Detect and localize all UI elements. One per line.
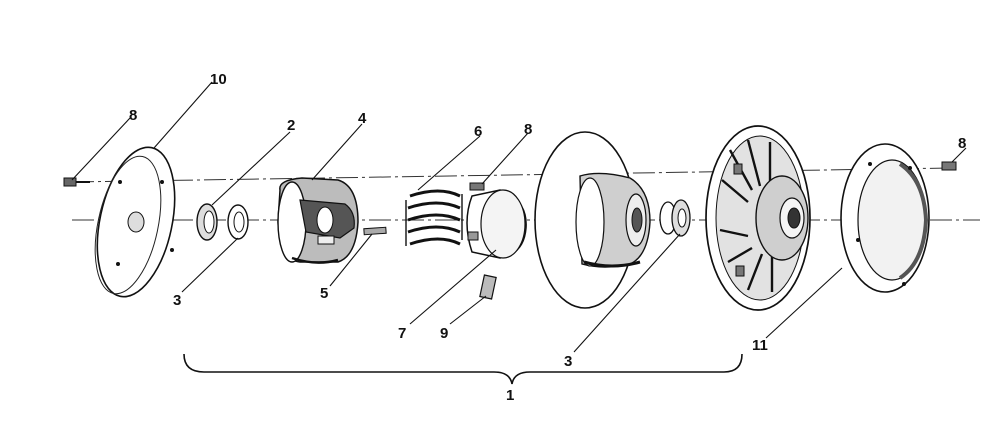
- cam: [277, 177, 359, 264]
- callout-11: 11: [752, 337, 768, 354]
- bushing: [196, 203, 218, 241]
- cup: [466, 189, 527, 259]
- screw-left: [63, 177, 90, 187]
- spring: [405, 189, 463, 246]
- outer-plate: [94, 146, 176, 298]
- washer-right: [659, 199, 691, 237]
- leader-lines: [71, 81, 967, 353]
- callout-4: 4: [358, 110, 367, 127]
- key-pin: [363, 226, 387, 236]
- callout-1: 1: [506, 387, 514, 404]
- movable-sheave: [534, 131, 651, 309]
- callout-8-right: 8: [958, 135, 966, 152]
- callout-7: 7: [398, 325, 406, 342]
- callout-2: 2: [287, 117, 295, 134]
- cover-ring: [840, 143, 930, 293]
- screw-middle: [469, 182, 485, 191]
- callout-8-middle: 8: [524, 121, 532, 138]
- callout-6: 6: [474, 123, 482, 140]
- callout-9: 9: [440, 325, 448, 342]
- callout-8-left: 8: [129, 107, 137, 124]
- washer-left: [227, 204, 249, 240]
- callout-3-right: 3: [564, 353, 572, 370]
- fixed-sheave: [705, 125, 811, 311]
- callout-3-left: 3: [173, 292, 181, 309]
- callout-10: 10: [210, 71, 227, 88]
- center-axis-lines: [71, 167, 980, 221]
- callout-5: 5: [320, 285, 328, 302]
- fitting: [479, 274, 497, 300]
- screw-right: [941, 161, 957, 171]
- assembly-brace: [183, 353, 743, 385]
